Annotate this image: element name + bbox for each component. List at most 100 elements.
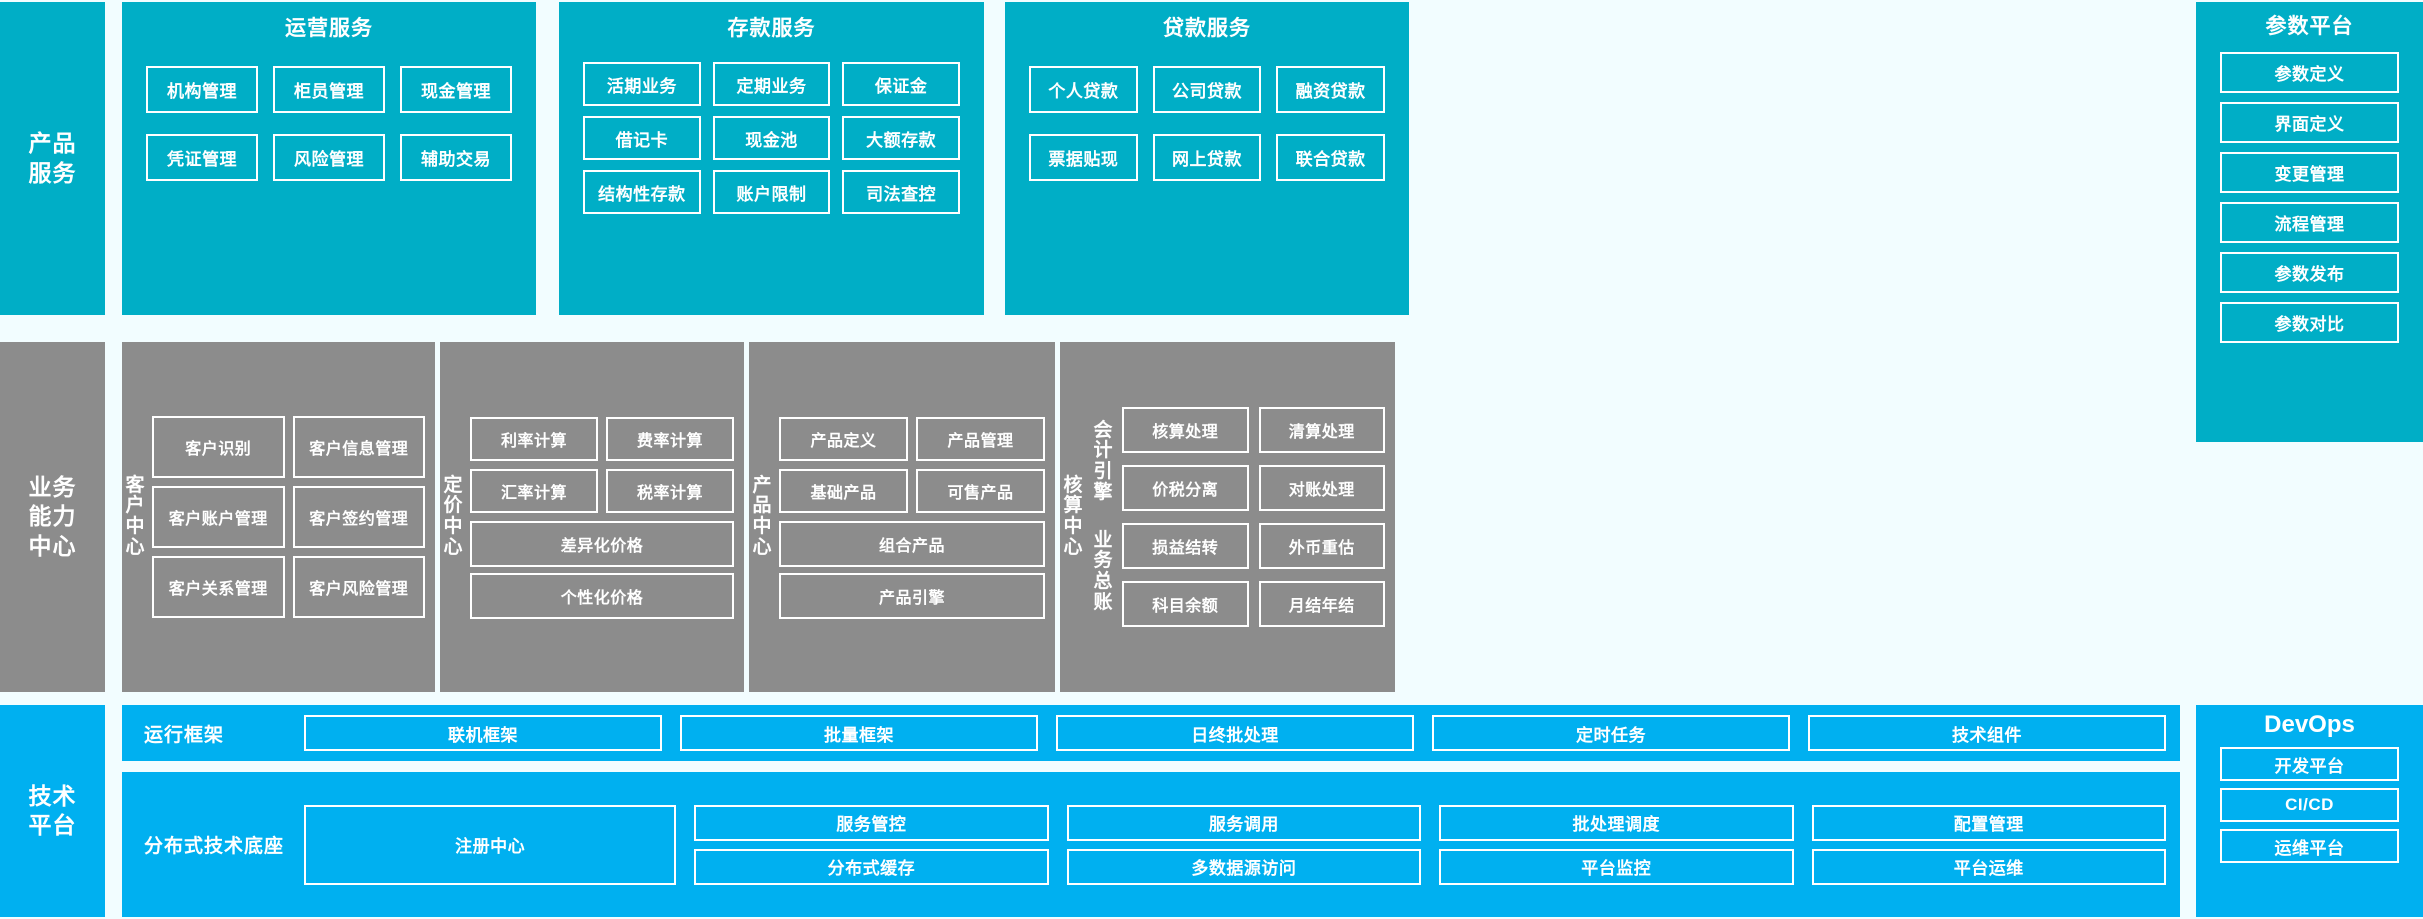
capability-cell[interactable]: 对账处理 — [1258, 465, 1385, 511]
capability-cell[interactable]: 核算处理 — [1122, 407, 1249, 453]
capability-cell[interactable]: 组合产品 — [779, 521, 1045, 567]
layer-label-business-capability: 业务 能力 中心 — [0, 342, 105, 692]
capability-cell[interactable]: 利率计算 — [470, 417, 598, 461]
technical-platform-stack: 运行框架 联机框架 批量框架 日终批处理 定时任务 技术组件 分布式技术底座 注… — [122, 705, 2180, 917]
service-cell[interactable]: 辅助交易 — [400, 134, 512, 181]
capability-cell[interactable]: 客户关系管理 — [152, 556, 285, 618]
layer-business-capability-center: 业务 能力 中心 客户中心 客户识别 客户信息管理 客户账户管理 客户签约管理 … — [0, 342, 2423, 692]
service-cell[interactable]: 结构性存款 — [583, 170, 701, 214]
parameter-cell[interactable]: 参数定义 — [2220, 52, 2399, 93]
accounting-center-grid: 核算处理 清算处理 价税分离 对账处理 损益结转 外币重估 科目余额 月结年结 — [1122, 407, 1385, 627]
capability-cell[interactable]: 个性化价格 — [470, 573, 734, 619]
distributed-base-cells: 注册中心 服务管控 服务调用 批处理调度 配置管理 分布式缓存 多数据源访问 平… — [304, 804, 2166, 885]
tech-cell[interactable]: 分布式缓存 — [694, 848, 1049, 885]
service-cell[interactable]: 保证金 — [842, 62, 960, 106]
service-cell[interactable]: 现金管理 — [400, 66, 512, 113]
panel-devops: DevOps 开发平台 CI/CD 运维平台 — [2196, 705, 2423, 917]
layer-label-line: 产品 — [28, 130, 77, 157]
tech-cell[interactable]: 批量框架 — [680, 715, 1038, 751]
capability-cell[interactable]: 基础产品 — [779, 469, 908, 513]
service-cell[interactable]: 票据贴现 — [1029, 134, 1138, 181]
tech-cell-registry[interactable]: 注册中心 — [304, 804, 677, 885]
operation-service-grid: 机构管理 柜员管理 现金管理 凭证管理 风险管理 辅助交易 — [146, 66, 512, 181]
pricing-center-grid: 利率计算 费率计算 汇率计算 税率计算 差异化价格 个性化价格 — [466, 405, 744, 629]
service-cell[interactable]: 机构管理 — [146, 66, 258, 113]
service-cell[interactable]: 司法查控 — [842, 170, 960, 214]
parameter-cell[interactable]: 参数发布 — [2220, 252, 2399, 293]
capability-cell[interactable]: 产品定义 — [779, 417, 908, 461]
parameter-cell[interactable]: 参数对比 — [2220, 302, 2399, 343]
capability-cell[interactable]: 汇率计算 — [470, 469, 598, 513]
capability-cell[interactable]: 客户信息管理 — [292, 416, 425, 478]
capability-cell[interactable]: 月结年结 — [1258, 581, 1385, 627]
layer-label-product-service: 产品 服务 — [0, 2, 105, 315]
tech-cell[interactable]: 服务管控 — [694, 804, 1049, 841]
tech-cell[interactable]: 平台监控 — [1439, 848, 1794, 885]
accounting-center-body: 会计引擎 业务总账 核算处理 清算处理 价税分离 对账处理 损益结转 外币重估 … — [1086, 395, 1395, 639]
sublabel-accounting-engine: 会计引擎 — [1093, 419, 1113, 503]
layer-product-service: 产品 服务 运营服务 机构管理 柜员管理 现金管理 凭证管理 风险管理 辅助交易… — [0, 2, 2423, 315]
service-cell[interactable]: 网上贷款 — [1152, 134, 1262, 181]
capability-cell[interactable]: 客户风险管理 — [292, 556, 425, 618]
service-cell[interactable]: 活期业务 — [583, 62, 701, 106]
devops-cell[interactable]: 运维平台 — [2220, 829, 2399, 863]
accounting-sublabels: 会计引擎 业务总账 — [1090, 407, 1116, 627]
tech-cell[interactable]: 批处理调度 — [1439, 804, 1794, 841]
capability-cell[interactable]: 费率计算 — [606, 417, 734, 461]
layer-label-line: 业务 — [28, 473, 77, 500]
panel-label-product-center: 产品中心 — [752, 474, 772, 558]
capability-cell[interactable]: 损益结转 — [1122, 523, 1249, 569]
tech-cell[interactable]: 平台运维 — [1811, 848, 2166, 885]
capability-cell[interactable]: 税率计算 — [606, 469, 734, 513]
capability-cell[interactable]: 清算处理 — [1258, 407, 1385, 453]
parameter-cell[interactable]: 变更管理 — [2220, 152, 2399, 193]
tech-cell[interactable]: 多数据源访问 — [1066, 848, 1422, 885]
capability-cell[interactable]: 产品引擎 — [779, 573, 1045, 619]
service-cell[interactable]: 大额存款 — [842, 116, 960, 160]
service-cell[interactable]: 现金池 — [712, 116, 831, 160]
band-runtime-framework: 运行框架 联机框架 批量框架 日终批处理 定时任务 技术组件 — [122, 705, 2180, 761]
devops-cell[interactable]: 开发平台 — [2220, 747, 2399, 781]
service-cell[interactable]: 联合贷款 — [1276, 134, 1385, 181]
panel-accounting-center: 核算中心 会计引擎 业务总账 核算处理 清算处理 价税分离 对账处理 损益结转 … — [1060, 342, 1395, 692]
panel-parameter-platform: 参数平台 参数定义 界面定义 变更管理 流程管理 参数发布 参数对比 — [2196, 2, 2423, 442]
tech-cell[interactable]: 技术组件 — [1808, 715, 2166, 751]
capability-cell[interactable]: 客户识别 — [152, 416, 285, 478]
panel-title-deposit-service: 存款服务 — [727, 17, 816, 40]
service-cell[interactable]: 凭证管理 — [146, 134, 258, 181]
panel-customer-center: 客户中心 客户识别 客户信息管理 客户账户管理 客户签约管理 客户关系管理 客户… — [122, 342, 435, 692]
panel-title-operation-service: 运营服务 — [285, 17, 373, 40]
capability-cell[interactable]: 外币重估 — [1258, 523, 1385, 569]
layer-label-line: 能力 — [28, 503, 77, 530]
parameter-platform-list: 参数定义 界面定义 变更管理 流程管理 参数发布 参数对比 — [2196, 52, 2423, 343]
service-cell[interactable]: 定期业务 — [712, 62, 831, 106]
service-cell[interactable]: 借记卡 — [583, 116, 701, 160]
tech-cell[interactable]: 定时任务 — [1432, 715, 1790, 751]
capability-cell[interactable]: 科目余额 — [1122, 581, 1249, 627]
layer-label-technical-platform: 技术 平台 — [0, 705, 105, 917]
tech-cell[interactable]: 配置管理 — [1811, 804, 2166, 841]
panel-product-center: 产品中心 产品定义 产品管理 基础产品 可售产品 组合产品 产品引擎 — [749, 342, 1055, 692]
service-cell[interactable]: 个人贷款 — [1029, 66, 1138, 113]
tech-cell[interactable]: 服务调用 — [1066, 804, 1422, 841]
capability-cell[interactable]: 可售产品 — [916, 469, 1045, 513]
capability-cell[interactable]: 价税分离 — [1122, 465, 1249, 511]
service-cell[interactable]: 风险管理 — [273, 134, 385, 181]
service-cell[interactable]: 柜员管理 — [273, 66, 385, 113]
band-distributed-base: 分布式技术底座 注册中心 服务管控 服务调用 批处理调度 配置管理 分布式缓存 … — [122, 772, 2180, 917]
capability-cell[interactable]: 产品管理 — [916, 417, 1045, 461]
parameter-cell[interactable]: 流程管理 — [2220, 202, 2399, 243]
parameter-cell[interactable]: 界面定义 — [2220, 102, 2399, 143]
tech-cell[interactable]: 日终批处理 — [1056, 715, 1414, 751]
capability-cell[interactable]: 差异化价格 — [470, 521, 734, 567]
capability-cell[interactable]: 客户签约管理 — [292, 486, 425, 548]
service-cell[interactable]: 融资贷款 — [1276, 66, 1385, 113]
tech-cell[interactable]: 联机框架 — [304, 715, 662, 751]
service-cell[interactable]: 账户限制 — [712, 170, 831, 214]
service-cell[interactable]: 公司贷款 — [1152, 66, 1262, 113]
devops-cell[interactable]: CI/CD — [2220, 788, 2399, 822]
panel-loan-service: 贷款服务 个人贷款 公司贷款 融资贷款 票据贴现 网上贷款 联合贷款 — [1005, 2, 1409, 315]
capability-cell[interactable]: 客户账户管理 — [152, 486, 285, 548]
devops-list: 开发平台 CI/CD 运维平台 — [2196, 747, 2423, 863]
